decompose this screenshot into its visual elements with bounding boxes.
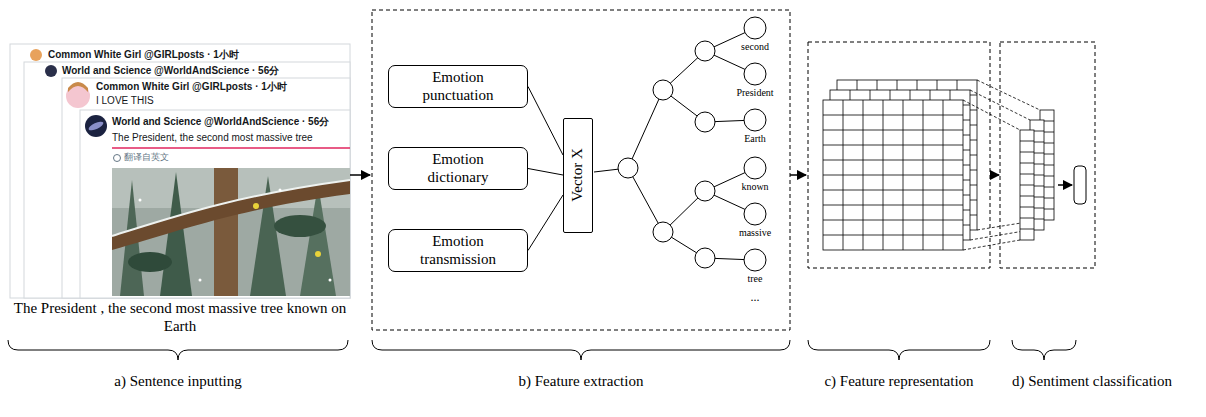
photo-snow bbox=[139, 199, 142, 202]
tree-branch bbox=[594, 28, 755, 260]
brace bbox=[1012, 340, 1076, 360]
tweet-header: Common White Girl @GIRLposts · 1小时 bbox=[96, 81, 287, 93]
node-text: Emotion dictionary bbox=[409, 151, 507, 186]
tweet-header: World and Science @WorldAndScience · 56分 bbox=[62, 65, 279, 77]
input-sentence: The President , the second most massive … bbox=[10, 299, 350, 335]
tree-circle bbox=[695, 248, 715, 268]
tweet-text: I LOVE THIS bbox=[96, 95, 154, 107]
flow-arrow bbox=[990, 174, 999, 176]
red-underline bbox=[112, 147, 350, 149]
tree-circle bbox=[695, 41, 715, 61]
connector bbox=[528, 195, 563, 251]
word-label: massive bbox=[715, 227, 795, 239]
leaf-circle bbox=[744, 203, 766, 225]
node-text: Vector X bbox=[569, 148, 586, 202]
tweet-card bbox=[10, 44, 350, 298]
brace bbox=[372, 340, 790, 360]
tweet-card bbox=[80, 110, 350, 298]
photo-ground bbox=[112, 168, 350, 296]
tree-circle bbox=[618, 158, 638, 178]
feature-box: Emotion punctuation bbox=[388, 65, 528, 108]
photo-snow bbox=[329, 279, 332, 282]
brace bbox=[808, 340, 990, 360]
stage-label: d) Sentiment classification bbox=[997, 372, 1187, 390]
node-text: Emotion transmission bbox=[409, 233, 507, 268]
feature-box: Emotion dictionary bbox=[388, 147, 528, 190]
leaf-circle bbox=[744, 249, 766, 271]
output-unit bbox=[1074, 166, 1086, 204]
tree-circle bbox=[695, 112, 715, 132]
photo-snow bbox=[199, 279, 202, 282]
stage-label: c) Feature representation bbox=[799, 372, 999, 390]
tree-circle bbox=[653, 80, 673, 100]
vector-box: Vector X bbox=[563, 118, 593, 233]
feature-map-cells bbox=[1020, 141, 1034, 229]
leaf-circle bbox=[744, 109, 766, 131]
connector bbox=[528, 87, 563, 156]
photo-snow bbox=[279, 189, 282, 192]
convolution-line bbox=[963, 240, 1020, 250]
avatar bbox=[85, 115, 107, 137]
leaf-circle bbox=[744, 63, 766, 85]
translate-note: 翻译自英文 bbox=[124, 152, 169, 163]
panel-outline bbox=[372, 10, 790, 330]
convolution-line bbox=[977, 80, 1040, 110]
photo-branch bbox=[112, 180, 350, 250]
photo-tree bbox=[300, 184, 336, 296]
galaxy-mark bbox=[87, 120, 104, 132]
stage-label: b) Feature extraction bbox=[431, 372, 731, 390]
flow-arrow bbox=[350, 174, 370, 176]
connector bbox=[528, 169, 563, 176]
brace bbox=[8, 340, 348, 360]
photo-climber bbox=[253, 203, 259, 209]
panel-outline bbox=[808, 42, 990, 268]
matrix-grid bbox=[823, 100, 963, 250]
tweet-card bbox=[24, 62, 350, 298]
convolution-line bbox=[963, 100, 1020, 130]
photo-snow bbox=[112, 180, 350, 236]
avatar bbox=[30, 49, 42, 61]
panel-outline bbox=[1000, 42, 1095, 268]
photo-foliage bbox=[128, 252, 172, 272]
avatar-hair bbox=[68, 82, 88, 92]
tweet-header: World and Science @WorldAndScience · 56分 bbox=[112, 116, 329, 128]
word-label: tree bbox=[715, 273, 795, 285]
photo-climber bbox=[315, 251, 321, 257]
tree-circle bbox=[695, 181, 715, 201]
word-label: second bbox=[715, 41, 795, 53]
word-label: known bbox=[715, 181, 795, 193]
feature-box: Emotion transmission bbox=[388, 229, 528, 272]
flow-arrow bbox=[790, 174, 806, 176]
ellipsis: ... bbox=[715, 290, 795, 304]
photo-foliage bbox=[274, 215, 326, 237]
node-text: Emotion punctuation bbox=[409, 69, 507, 104]
output-arrow bbox=[1058, 184, 1072, 186]
word-label: President bbox=[715, 87, 795, 99]
tree-circle bbox=[653, 222, 673, 242]
translate-icon bbox=[114, 155, 121, 162]
tweet-text: The President, the second most massive t… bbox=[112, 132, 313, 144]
matrix-layer bbox=[823, 100, 963, 250]
stage-label: a) Sentence inputting bbox=[28, 372, 328, 390]
avatar bbox=[45, 65, 57, 77]
leaf-circle bbox=[744, 17, 766, 39]
feature-map bbox=[1020, 130, 1034, 240]
tweet-card bbox=[62, 78, 350, 298]
tweet-header: Common White Girl @GIRLposts · 1小时 bbox=[48, 49, 239, 61]
word-label: Earth bbox=[715, 133, 795, 145]
photo-trunk bbox=[214, 168, 238, 296]
leaf-circle bbox=[744, 157, 766, 179]
convolution-line bbox=[970, 90, 1030, 120]
tree-photo bbox=[112, 168, 350, 296]
